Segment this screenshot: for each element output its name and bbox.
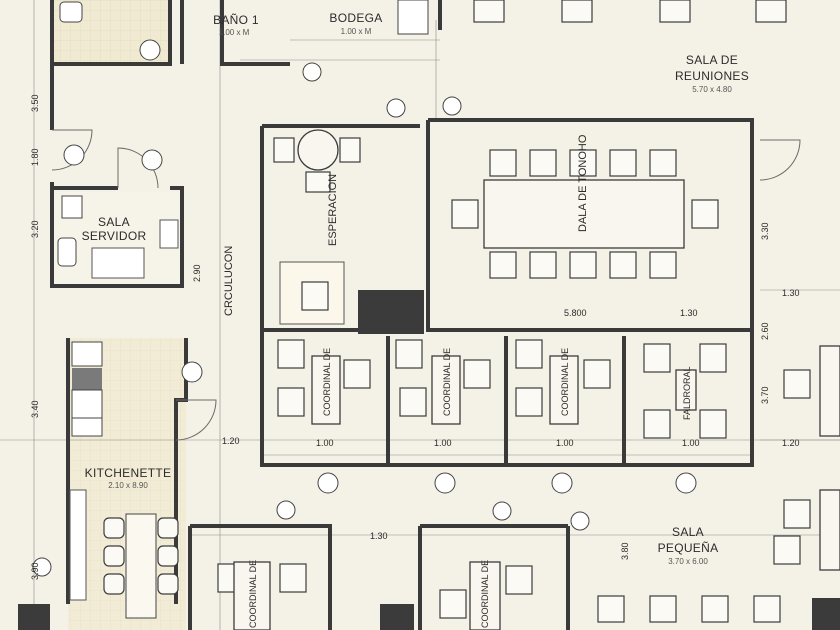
dim-conf-130: 1.30 bbox=[680, 308, 698, 318]
conference-table-name: DALA DE TONOHO bbox=[577, 134, 589, 232]
bano-dims: 1.00 x M bbox=[219, 28, 250, 37]
dim-left-350: 3.50 bbox=[30, 94, 40, 112]
dim-sub-100a: 1.00 bbox=[316, 438, 334, 448]
kitchenette-dims: 2.10 x 8.90 bbox=[108, 481, 148, 490]
dim-sub-100b: 1.00 bbox=[434, 438, 452, 448]
office1-name: COORDINAL DE bbox=[322, 348, 332, 416]
dim-vert-290: 2.90 bbox=[192, 264, 202, 282]
dim-right-130: 1.30 bbox=[782, 288, 800, 298]
sala-reuniones-line2: REUNIONES bbox=[675, 69, 749, 83]
sala-pequena-line1: SALA bbox=[672, 525, 704, 539]
bodega-name: BODEGA bbox=[329, 11, 382, 25]
kitchen-stools bbox=[103, 517, 179, 595]
office-chairs bbox=[217, 339, 811, 623]
dim-corridor-120: 1.20 bbox=[222, 436, 240, 446]
conference-table bbox=[483, 179, 685, 249]
dimension-labels: 3.50 1.80 3.20 3.40 3.90 1.20 1.30 3.80 … bbox=[30, 94, 800, 580]
dim-right-370: 3.70 bbox=[760, 386, 770, 404]
reception-furniture bbox=[273, 129, 361, 325]
bano-name: BAÑO 1 bbox=[213, 13, 259, 27]
structural-column bbox=[380, 604, 414, 630]
sala-pequena-dims: 3.70 x 6.00 bbox=[668, 557, 708, 566]
dim-mid-380: 3.80 bbox=[620, 542, 630, 560]
sala-reuniones-line1: SALA DE bbox=[686, 53, 738, 67]
dim-sub-100c: 1.00 bbox=[556, 438, 574, 448]
kitchenette-name: KITCHENETTE bbox=[85, 466, 172, 480]
office4-name: FALDRORAL bbox=[682, 366, 692, 420]
structural-column bbox=[18, 604, 50, 630]
ceiling-fixtures bbox=[32, 39, 697, 577]
circulacion-name: CRCULUCON bbox=[223, 246, 235, 316]
dim-left-320: 3.20 bbox=[30, 220, 40, 238]
dim-left-180: 1.80 bbox=[30, 148, 40, 166]
dim-conf-580: 5.800 bbox=[564, 308, 587, 318]
kitchen-appliances bbox=[69, 341, 157, 619]
office2-name: COORDINAL DE bbox=[442, 348, 452, 416]
dim-mid-130: 1.30 bbox=[370, 531, 388, 541]
dim-right-260: 2.60 bbox=[760, 322, 770, 340]
top-chairs bbox=[473, 0, 787, 23]
dim-right-330: 3.30 bbox=[760, 222, 770, 240]
room-labels: BAÑO 1 1.00 x M BODEGA 1.00 x M SALA DE … bbox=[82, 11, 749, 628]
server-rack bbox=[61, 195, 83, 219]
server-unit bbox=[159, 219, 179, 249]
bottom-office2-name: COORDINAL DE bbox=[480, 560, 490, 628]
bodega-dims: 1.00 x M bbox=[341, 27, 372, 36]
toilet bbox=[59, 1, 83, 23]
structural-column bbox=[812, 598, 840, 630]
dim-sub-100d: 1.00 bbox=[682, 438, 700, 448]
reception-name: ESPERACION bbox=[327, 174, 339, 246]
server-cabinet bbox=[91, 247, 145, 279]
dim-left-340: 3.40 bbox=[30, 400, 40, 418]
dim-right-120: 1.20 bbox=[782, 438, 800, 448]
sala-reuniones-dims: 5.70 x 4.80 bbox=[692, 85, 732, 94]
sink-counter bbox=[397, 0, 429, 35]
structural-column bbox=[358, 290, 424, 334]
bottom-office1-name: COORDINAL DE bbox=[248, 560, 258, 628]
sala-pequena-line2: PEQUEÑA bbox=[658, 541, 719, 555]
walls bbox=[50, 0, 754, 630]
sala-servidor-line2: SERVIDOR bbox=[82, 229, 147, 243]
server-sink bbox=[57, 237, 77, 267]
conference-chairs bbox=[451, 149, 719, 279]
office-desks bbox=[233, 345, 840, 630]
sala-servidor-line1: SALA bbox=[98, 215, 130, 229]
dim-left-390: 3.90 bbox=[30, 562, 40, 580]
office3-name: COORDINAL DE bbox=[560, 348, 570, 416]
